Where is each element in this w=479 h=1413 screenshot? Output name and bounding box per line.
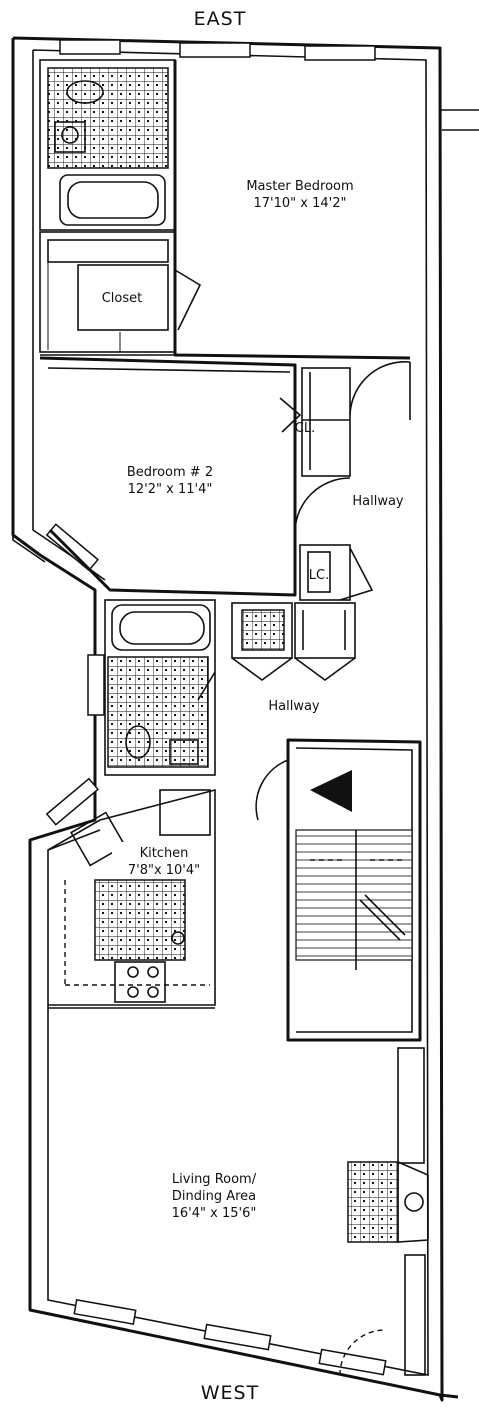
master-bedroom-walls [40,60,411,360]
door-swings [255,360,411,1376]
kitchen-layout [47,788,216,1006]
room-labels: Master Bedroom 17'10" x 14'2" Closet Bed… [102,179,404,1221]
stair-direction-arrow-icon [310,770,352,812]
living-room-features [48,1007,429,1376]
kitchen-name: Kitchen [140,846,189,861]
master-bedroom-size: 17'10" x 14'2" [254,196,347,211]
closet-name: Closet [102,291,143,306]
kitchen-size: 7'8"x 10'4" [128,863,200,878]
hall-closets [231,602,356,681]
hallway-lower-name: Hallway [268,699,320,714]
bedroom-2-size: 12'2" x 11'4" [128,482,213,497]
bedroom-2-walls [39,356,351,597]
windows [45,39,387,1376]
master-bathroom [39,59,176,231]
living-room-size: 16'4" x 15'6" [172,1206,257,1221]
compass-west: WEST [201,1382,259,1404]
linen-closet-name: LC. [309,568,329,583]
hallway-upper-name: Hallway [352,494,404,509]
stairwell [286,738,422,1042]
linen-closet [299,544,374,601]
bathroom-2 [104,599,216,776]
master-bedroom-name: Master Bedroom [246,179,353,194]
closet-small-name: CL. [295,421,315,436]
compass-east: EAST [194,8,247,30]
living-room-name-2: Dinding Area [172,1189,256,1204]
living-room-name: Living Room/ [172,1172,257,1187]
bedroom-2-name: Bedroom # 2 [127,465,213,480]
